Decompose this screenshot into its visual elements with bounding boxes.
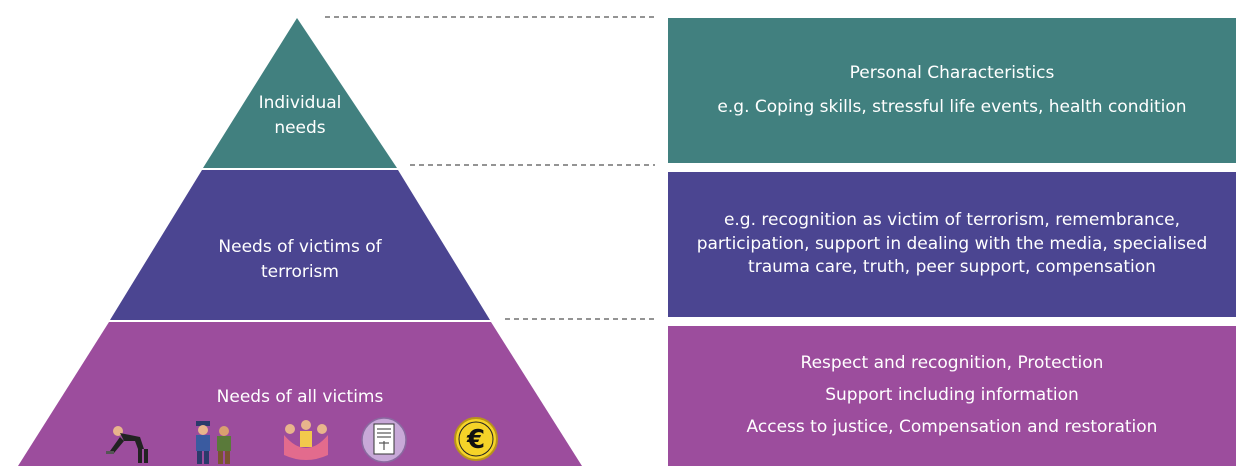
euro-coin-icon: € bbox=[446, 415, 506, 465]
svg-text:€: € bbox=[466, 425, 485, 455]
police-officer-icon bbox=[186, 415, 246, 465]
document-scales-icon bbox=[356, 415, 416, 465]
pyramid-label-individual: Individual needs bbox=[258, 93, 342, 138]
pyramid-tier-middle bbox=[110, 170, 490, 320]
family-group-icon bbox=[276, 415, 336, 465]
victims-of-terrorism-box: e.g. recognition as victim of terrorism,… bbox=[668, 172, 1236, 317]
pyramid-tier-top bbox=[203, 18, 397, 168]
personal-characteristics-box: Personal Characteristics e.g. Coping ski… bbox=[668, 18, 1236, 163]
box-middle-line-3: trauma care, truth, peer support, compen… bbox=[748, 257, 1156, 278]
box-bottom-line-2: Support including information bbox=[825, 385, 1079, 406]
box-bottom-line-1: Respect and recognition, Protection bbox=[800, 353, 1104, 374]
person-bowing-icon bbox=[100, 415, 160, 465]
box-top-examples: e.g. Coping skills, stressful life event… bbox=[717, 96, 1187, 117]
box-top-title: Personal Characteristics bbox=[849, 62, 1055, 83]
box-bottom-line-3: Access to justice, Compensation and rest… bbox=[746, 416, 1158, 437]
box-middle-line-2: participation, support in dealing with t… bbox=[696, 233, 1208, 254]
all-victims-box: Respect and recognition, Protection Supp… bbox=[668, 326, 1236, 466]
pyramid-label-terrorism: Needs of victims of terrorism bbox=[218, 237, 382, 282]
pyramid-diagram bbox=[18, 16, 655, 466]
box-middle-line-1: e.g. recognition as victim of terrorism,… bbox=[723, 209, 1181, 230]
pyramid-label-all-victims: Needs of all victims bbox=[216, 387, 384, 407]
pyramid-tier-bottom bbox=[18, 322, 582, 466]
